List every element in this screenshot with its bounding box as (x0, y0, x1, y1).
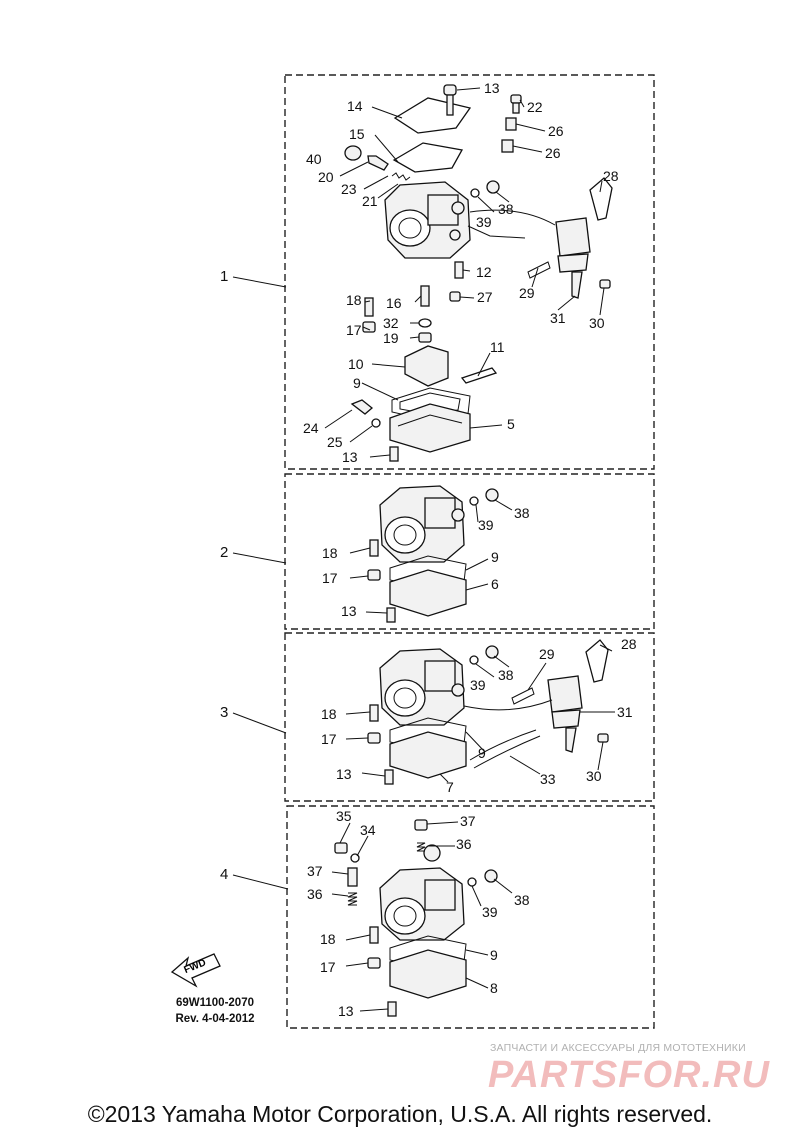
group-4-drawing (331, 819, 513, 1017)
callout-number: 13 (484, 80, 500, 96)
watermark-brand: PARTSFOR.RU (488, 1054, 770, 1096)
callout-number: 7 (446, 779, 454, 795)
group-label-2: 2 (220, 544, 228, 561)
callout-number: 31 (550, 310, 566, 326)
callout-number: 38 (498, 201, 514, 217)
group-frame-4 (286, 805, 655, 1029)
group-2-drawing (349, 485, 513, 623)
callout-number: 28 (603, 168, 619, 184)
callout-number: 39 (482, 904, 498, 920)
revision-date: Rev. 4-04-2012 (175, 1013, 255, 1025)
callout-number: 18 (321, 706, 337, 722)
group-frame-1 (284, 74, 655, 470)
callout-number: 38 (498, 667, 514, 683)
callout-number: 29 (519, 285, 535, 301)
callout-number: 27 (477, 289, 493, 305)
callout-number: 8 (490, 980, 498, 996)
callout-number: 5 (507, 416, 515, 432)
callout-number: 9 (491, 549, 499, 565)
callout-number: 23 (341, 181, 357, 197)
group-label-4: 4 (220, 866, 228, 883)
callout-number: 17 (322, 570, 338, 586)
drawing-number: 69W1100-2070 (175, 997, 254, 1009)
callout-number: 19 (383, 330, 399, 346)
callout-number: 18 (346, 292, 362, 308)
callout-number: 9 (353, 375, 361, 391)
callout-number: 17 (346, 322, 362, 338)
callout-number: 6 (491, 576, 499, 592)
callout-number: 26 (548, 123, 564, 139)
callout-number: 24 (303, 420, 319, 436)
callout-number: 10 (348, 356, 364, 372)
group-frame-3 (284, 632, 655, 802)
callout-number: 13 (336, 766, 352, 782)
callout-number: 13 (338, 1003, 354, 1019)
callout-number: 17 (320, 959, 336, 975)
group-label-1: 1 (220, 268, 228, 285)
callout-number: 18 (322, 545, 338, 561)
callout-number: 11 (490, 339, 505, 355)
callout-number: 30 (586, 768, 602, 784)
callout-number: 18 (320, 931, 336, 947)
group-1-drawing (324, 84, 613, 462)
callout-number: 32 (383, 315, 399, 331)
callout-number: 14 (347, 98, 363, 114)
group-label-3: 3 (220, 704, 228, 721)
callout-number: 16 (386, 295, 402, 311)
callout-number: 21 (362, 193, 378, 209)
callout-number: 38 (514, 892, 530, 908)
callout-number: 36 (307, 886, 323, 902)
callout-number: 9 (478, 745, 486, 761)
watermark-tagline: ЗАПЧАСТИ И АКСЕССУАРЫ ДЛЯ МОТОТЕХНИКИ (490, 1042, 746, 1054)
callout-number: 37 (307, 863, 323, 879)
callout-number: 22 (527, 99, 543, 115)
callout-number: 35 (336, 808, 352, 824)
group-frame-2 (284, 473, 655, 630)
callout-number: 9 (490, 947, 498, 963)
callout-number: 13 (342, 449, 358, 465)
callout-number: 33 (540, 771, 556, 787)
copyright-notice: ©2013 Yamaha Motor Corporation, U.S.A. A… (87, 1101, 713, 1127)
callout-number: 20 (318, 169, 334, 185)
callout-number: 26 (545, 145, 561, 161)
callout-number: 36 (456, 836, 472, 852)
fwd-arrow: FWD (170, 953, 221, 988)
callout-number: 28 (621, 636, 637, 652)
callout-number: 37 (460, 813, 476, 829)
callout-number: 39 (478, 517, 494, 533)
callout-number: 40 (306, 151, 322, 167)
callout-number: 17 (321, 731, 337, 747)
group-3-drawing (345, 639, 615, 785)
callout-number: 25 (327, 434, 343, 450)
callout-number: 12 (476, 264, 492, 280)
callout-number: 13 (341, 603, 357, 619)
callout-number: 29 (539, 646, 555, 662)
callout-number: 30 (589, 315, 605, 331)
callout-number: 31 (617, 704, 633, 720)
callout-number: 38 (514, 505, 530, 521)
callout-number: 39 (476, 214, 492, 230)
callout-number: 15 (349, 126, 365, 142)
callout-number: 34 (360, 822, 376, 838)
callout-number: 39 (470, 677, 486, 693)
